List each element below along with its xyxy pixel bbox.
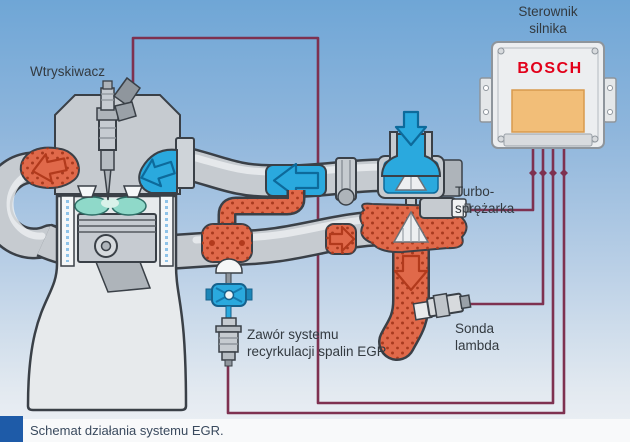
turbocharger xyxy=(359,110,471,361)
intake-air-arrow xyxy=(272,162,320,199)
piston xyxy=(77,213,157,293)
egr-valve-body xyxy=(205,283,253,307)
valve-right xyxy=(122,185,144,198)
turbo-actuator-wire xyxy=(468,146,535,212)
egr-solenoid xyxy=(215,317,242,367)
egr-diaphragm-dome xyxy=(215,258,243,274)
lambda-sensor xyxy=(412,292,472,321)
ecu-tab-left xyxy=(479,77,493,123)
label-turbo: Turbo- sprężarka xyxy=(455,184,515,217)
injector xyxy=(96,76,142,201)
intake-port-arrow xyxy=(140,158,176,188)
caption-bar xyxy=(0,419,630,442)
injector-connector xyxy=(112,76,142,108)
exhaust-flow-arrow xyxy=(328,225,356,253)
valve-left xyxy=(76,185,98,198)
egr-valve xyxy=(205,258,253,367)
intake-flap xyxy=(335,157,357,206)
intake-mixing-section xyxy=(265,162,327,199)
turbine xyxy=(359,202,468,254)
egr-riser-pipe xyxy=(217,190,306,234)
exhaust-downpipe xyxy=(378,229,430,361)
label-ecu: Sterownik silnika xyxy=(518,4,578,37)
intake-flange xyxy=(175,137,195,189)
caption-text: Schemat działania systemu EGR. xyxy=(30,423,224,438)
intake-funnel xyxy=(380,131,442,177)
label-egr-valve: Zawór systemu recyrkulacji spalin EGR xyxy=(247,327,387,360)
bosch-logo: BOSCH xyxy=(517,60,583,77)
diagram-svg xyxy=(0,36,617,415)
caption-bullet-square xyxy=(0,416,23,442)
fresh-air-arrow xyxy=(394,110,428,147)
turbo-actuator xyxy=(419,197,471,219)
ecu-connector-strip xyxy=(503,133,593,147)
exhaust-port-arrow xyxy=(31,153,68,183)
label-lambda: Sonda lambda xyxy=(455,321,500,354)
lambda-wire xyxy=(470,146,545,306)
exhaust-port xyxy=(19,146,80,189)
combustion-swirl xyxy=(74,196,147,216)
exhaust-down-arrow xyxy=(393,254,429,292)
wire-connectors xyxy=(529,169,568,177)
injector-side-port xyxy=(114,101,137,122)
engine xyxy=(19,76,195,412)
exhaust-flow-patch xyxy=(325,223,357,255)
intake-port xyxy=(138,148,178,194)
ecu-label-plate xyxy=(511,89,585,133)
egr-valve-wire xyxy=(226,146,566,415)
ecu-box xyxy=(479,41,617,149)
label-injector: Wtryskiwacz xyxy=(30,64,105,79)
intake-pipe xyxy=(183,147,397,206)
egr-saddle xyxy=(201,223,253,263)
ecu-tab-right xyxy=(603,77,617,123)
